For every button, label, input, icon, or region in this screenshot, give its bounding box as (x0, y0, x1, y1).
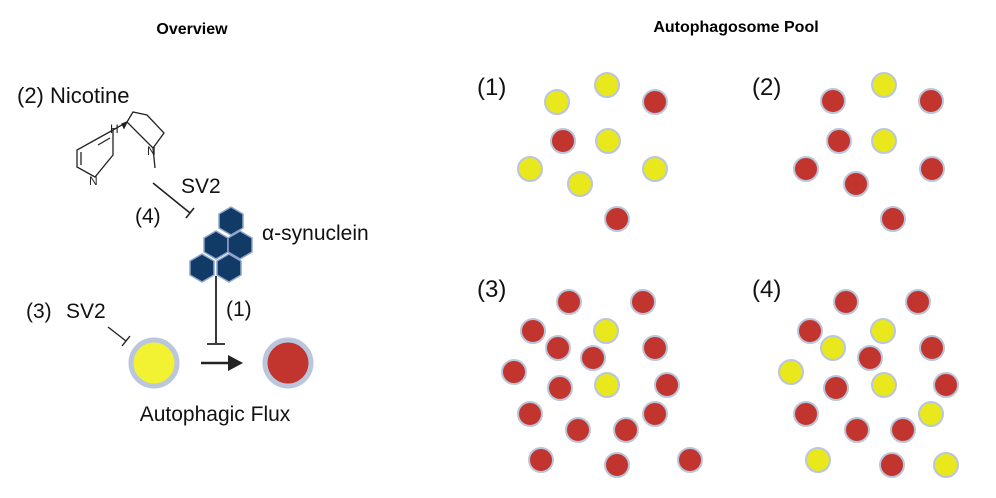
immature-autophagosome-panel-4 (871, 372, 897, 398)
mature-autophagosome-panel-3 (520, 318, 546, 344)
sv2-top-label: SV2 (181, 175, 221, 198)
immature-autophagosome-panel-4 (778, 359, 804, 385)
mature-autophagosome-panel-2 (918, 88, 944, 114)
mature-autophagosome-panel-3 (545, 335, 571, 361)
immature-autophagosome-panel-1 (517, 156, 543, 182)
immature-autophagosome-panel-4 (918, 401, 944, 427)
mature-autophagosome-panel-4 (933, 372, 959, 398)
atom-n-pyrrolidine: N (147, 144, 156, 158)
mature-autophagosome-panel-2 (880, 206, 906, 232)
panel-4-label: (4) (752, 276, 781, 303)
atom-n-pyridine: N (89, 174, 98, 188)
immature-autophagosome-panel-4 (870, 318, 896, 344)
mature-autophagosome-panel-4 (919, 335, 945, 361)
mature-autophagosome-panel-2 (820, 88, 846, 114)
mature-autophagosome-panel-3 (528, 447, 554, 473)
inhibition-arrow-4 (152, 182, 195, 219)
immature-autophagosome-panel-1 (642, 156, 668, 182)
alpha-synuclein-aggregate-icon (189, 206, 253, 283)
mature-autophagosome-panel-3 (642, 401, 668, 427)
mature-autophagosome-panel-3 (547, 375, 573, 401)
immature-autophagosome-panel-3 (593, 318, 619, 344)
immature-autophagosome-panel-4 (805, 447, 831, 473)
immature-autophagosome-panel-1 (594, 72, 620, 98)
mature-autophagosome-panel-4 (833, 289, 859, 315)
step4-label: (4) (135, 205, 161, 228)
mature-autophagosome-panel-3 (556, 289, 582, 315)
mature-autophagosome-panel-2 (793, 156, 819, 182)
mature-autophagosome-panel-4 (823, 375, 849, 401)
immature-autophagosome-panel-2 (871, 72, 897, 98)
overview-title: Overview (156, 21, 228, 38)
mature-autophagosome-panel-3 (654, 372, 680, 398)
immature-autophagosome-panel-4 (933, 452, 959, 478)
immature-autophagosome-panel-3 (594, 372, 620, 398)
autophagic-flux-label: Autophagic Flux (140, 403, 291, 426)
mature-autophagosome-panel-3 (565, 417, 591, 443)
nicotine-label: (2) Nicotine (17, 83, 129, 108)
inhibition-arrow-1 (207, 276, 225, 345)
mature-autophagosome-panel-4 (905, 289, 931, 315)
mature-autophagosome-panel-4 (890, 417, 916, 443)
mature-autophagosome-panel-3 (604, 452, 630, 478)
mature-autophagosome-panel-4 (844, 417, 870, 443)
immature-autophagosome-panel-4 (820, 335, 846, 361)
mature-autophagosome-panel-2 (843, 171, 869, 197)
mature-autophagosome-icon (262, 337, 314, 389)
panel-2-label: (2) (752, 74, 781, 101)
mature-autophagosome-panel-3 (501, 359, 527, 385)
immature-autophagosome-icon (128, 337, 180, 389)
sv2-left-label: SV2 (66, 300, 106, 323)
mature-autophagosome-panel-3 (630, 289, 656, 315)
mature-autophagosome-panel-3 (677, 447, 703, 473)
mature-autophagosome-panel-3 (642, 335, 668, 361)
alpha-synuclein-label: α-synuclein (262, 222, 369, 245)
mature-autophagosome-panel-1 (642, 89, 668, 115)
panel-3-label: (3) (477, 276, 506, 303)
mature-autophagosome-panel-4 (797, 318, 823, 344)
mature-autophagosome-panel-2 (826, 128, 852, 154)
step3-label: (3) (26, 300, 52, 323)
nicotine-structure-icon (76, 111, 165, 178)
step1-label: (1) (226, 298, 252, 321)
mature-autophagosome-panel-2 (919, 156, 945, 182)
mature-autophagosome-panel-4 (879, 452, 905, 478)
immature-autophagosome-panel-1 (544, 89, 570, 115)
immature-autophagosome-panel-1 (567, 171, 593, 197)
mature-autophagosome-panel-1 (550, 128, 576, 154)
immature-autophagosome-panel-2 (871, 128, 897, 154)
pool-title: Autophagosome Pool (653, 19, 818, 36)
inhibition-arrow-3 (107, 326, 131, 347)
atom-h: H (110, 122, 119, 136)
autophagosome-pool (501, 72, 959, 478)
mature-autophagosome-panel-3 (580, 345, 606, 371)
mature-autophagosome-panel-1 (604, 206, 630, 232)
mature-autophagosome-panel-4 (793, 401, 819, 427)
mature-autophagosome-panel-3 (517, 401, 543, 427)
mature-autophagosome-panel-4 (857, 345, 883, 371)
panel-1-label: (1) (477, 74, 506, 101)
flux-arrow-icon (201, 355, 243, 371)
mature-autophagosome-panel-3 (613, 417, 639, 443)
immature-autophagosome-panel-1 (595, 128, 621, 154)
